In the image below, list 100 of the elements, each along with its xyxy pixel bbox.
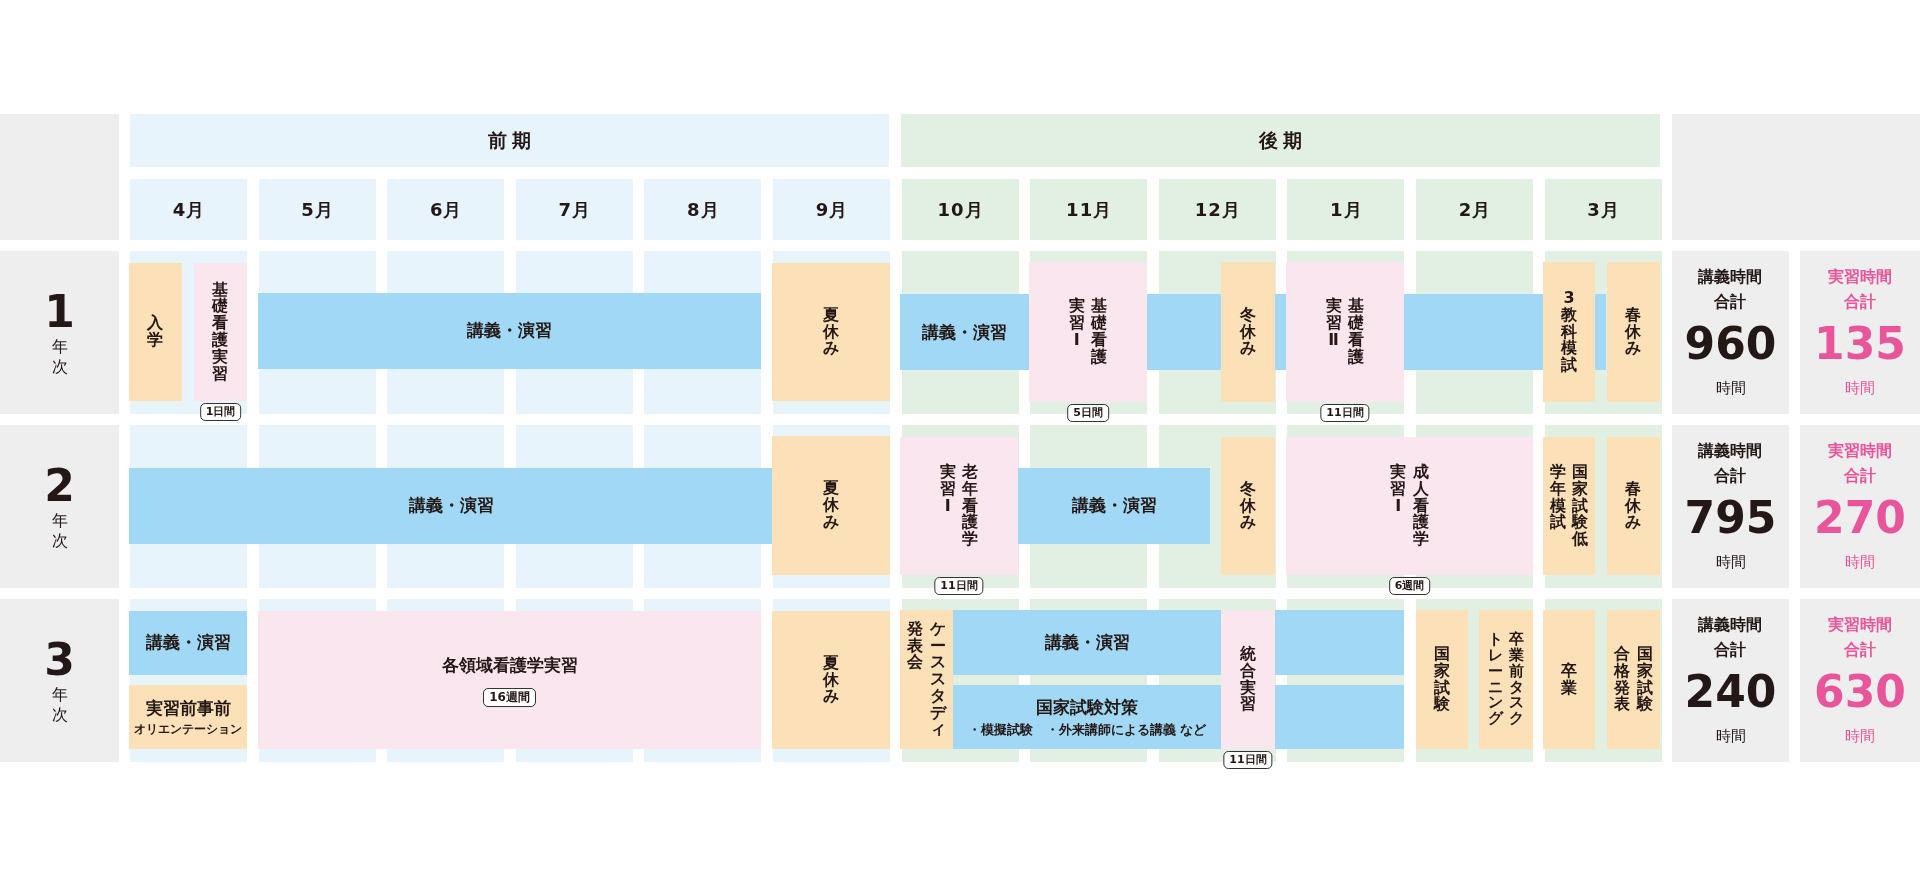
practicum-box [1029, 262, 1147, 402]
month-label: 11月 [1066, 197, 1113, 222]
month-label: 6月 [429, 197, 463, 222]
bar-label: 国家試験合格発表 [1613, 645, 1654, 714]
event-box [772, 611, 890, 749]
event-box [1416, 610, 1468, 749]
practicum-box [1286, 262, 1404, 402]
card-title: 実習時間合計 [1827, 266, 1893, 313]
hours-number: 240 [1684, 664, 1777, 719]
bar-label: 冬休み [1239, 306, 1257, 358]
bar-label: 国家試験対策 [1036, 696, 1138, 720]
hours-number: 795 [1684, 490, 1777, 545]
bar-label: 講義・演習 [1044, 630, 1130, 654]
bar-label: 春休み [1625, 480, 1642, 532]
bar-label: 国家試験 [1433, 645, 1451, 714]
month-cell [1287, 179, 1405, 240]
card-title: 講義時間合計 [1697, 614, 1764, 661]
bar-label: 基礎看護実習Ⅰ [1068, 298, 1108, 366]
bar-label: 講義・演習 [467, 319, 552, 343]
card-title: 実習時間合計 [1827, 440, 1893, 487]
event-box [1607, 437, 1660, 575]
bar-label: 講義・演習 [1071, 494, 1157, 518]
bar-label: 各領域看護学実習 [441, 653, 578, 677]
event-box [1543, 610, 1595, 749]
month-label: 1月 [1330, 197, 1363, 222]
lecture-bar [953, 685, 1221, 749]
duration-badge: 16週間 [483, 688, 536, 708]
month-cell [1030, 179, 1148, 240]
hours-number: 630 [1814, 664, 1906, 719]
bar-label: 夏休み [822, 306, 840, 358]
practicum-box [900, 437, 1018, 575]
bar-label: 3教科模試 [1560, 290, 1578, 374]
event-box [772, 263, 890, 401]
month-label: 9月 [815, 197, 849, 222]
event-box [129, 263, 182, 401]
year-number: 1 [44, 288, 75, 337]
note-text: オリエンテーション [134, 721, 242, 739]
event-box [1479, 610, 1533, 749]
duration-badge: 11日間 [1320, 404, 1370, 422]
practicum-box [194, 263, 247, 401]
month-label: 3月 [1587, 197, 1620, 222]
duration-badge: 11日間 [1223, 751, 1273, 769]
month-label: 7月 [558, 197, 592, 222]
event-box [129, 685, 247, 749]
lecture-bar [1275, 610, 1404, 675]
practicum-box [1221, 610, 1275, 749]
event-box [900, 610, 953, 749]
term-label: 前期 [487, 127, 538, 153]
unit-label: 時間 [1715, 377, 1746, 399]
lecture-bar [1018, 468, 1210, 544]
bar-label: 夏休み [822, 654, 840, 706]
bar-label: 入学 [147, 315, 164, 349]
note-text: ・模擬試験 ・外来講師による講義 など [967, 720, 1207, 739]
duration-badge: 1日間 [199, 403, 242, 421]
bar-label: 基礎看護実習Ⅱ [1325, 298, 1365, 366]
term-header [901, 114, 1660, 167]
card-title: 講義時間合計 [1697, 440, 1764, 487]
bar-label: 統合実習 [1239, 645, 1257, 714]
month-label: 4月 [172, 197, 206, 222]
practicum-box [258, 611, 761, 749]
unit-label: 時間 [1845, 551, 1875, 573]
bar-label: 成人看護学実習Ⅰ [1389, 464, 1430, 548]
event-box [1607, 610, 1660, 749]
event-box [1221, 437, 1275, 575]
bar-label: 卒業 [1560, 662, 1578, 697]
year-label: 年次 [50, 336, 69, 377]
month-label: 8月 [687, 197, 720, 222]
bar-label: 春休み [1625, 306, 1642, 358]
event-box [1221, 262, 1275, 402]
lecture-bar [953, 610, 1221, 675]
lecture-bar [129, 468, 773, 544]
duration-badge: 11日間 [934, 577, 984, 595]
bar-label: 夏休み [822, 480, 840, 531]
lecture-bar [1275, 685, 1404, 749]
month-cell [901, 179, 1019, 240]
term-label: 後期 [1258, 127, 1309, 153]
year-label: 年次 [50, 684, 69, 725]
month-label: 12月 [1194, 197, 1241, 222]
event-box [772, 436, 890, 575]
card-title: 実習時間合計 [1827, 614, 1893, 661]
hours-number: 270 [1814, 490, 1906, 545]
lecture-bar [129, 611, 247, 675]
event-box [1607, 262, 1660, 402]
bar-label: 国家試験低学年模試 [1549, 464, 1589, 548]
hours-number: 960 [1684, 316, 1777, 371]
year-label: 年次 [50, 510, 69, 551]
duration-badge: 6週間 [1388, 577, 1431, 595]
unit-label: 時間 [1845, 725, 1875, 747]
month-cell [1544, 179, 1662, 240]
unit-label: 時間 [1845, 377, 1875, 399]
bar-label: 卒業前タスクトレーニング [1487, 632, 1525, 727]
duration-badge: 5日間 [1067, 404, 1109, 422]
month-cell [1158, 179, 1276, 240]
month-cell [1416, 179, 1533, 240]
year-number: 3 [44, 636, 75, 685]
hours-number: 135 [1814, 316, 1906, 371]
bar-label: 老年看護学実習Ⅰ [939, 464, 979, 548]
unit-label: 時間 [1715, 725, 1746, 747]
event-box [1543, 437, 1595, 575]
lecture-bar [258, 293, 761, 369]
